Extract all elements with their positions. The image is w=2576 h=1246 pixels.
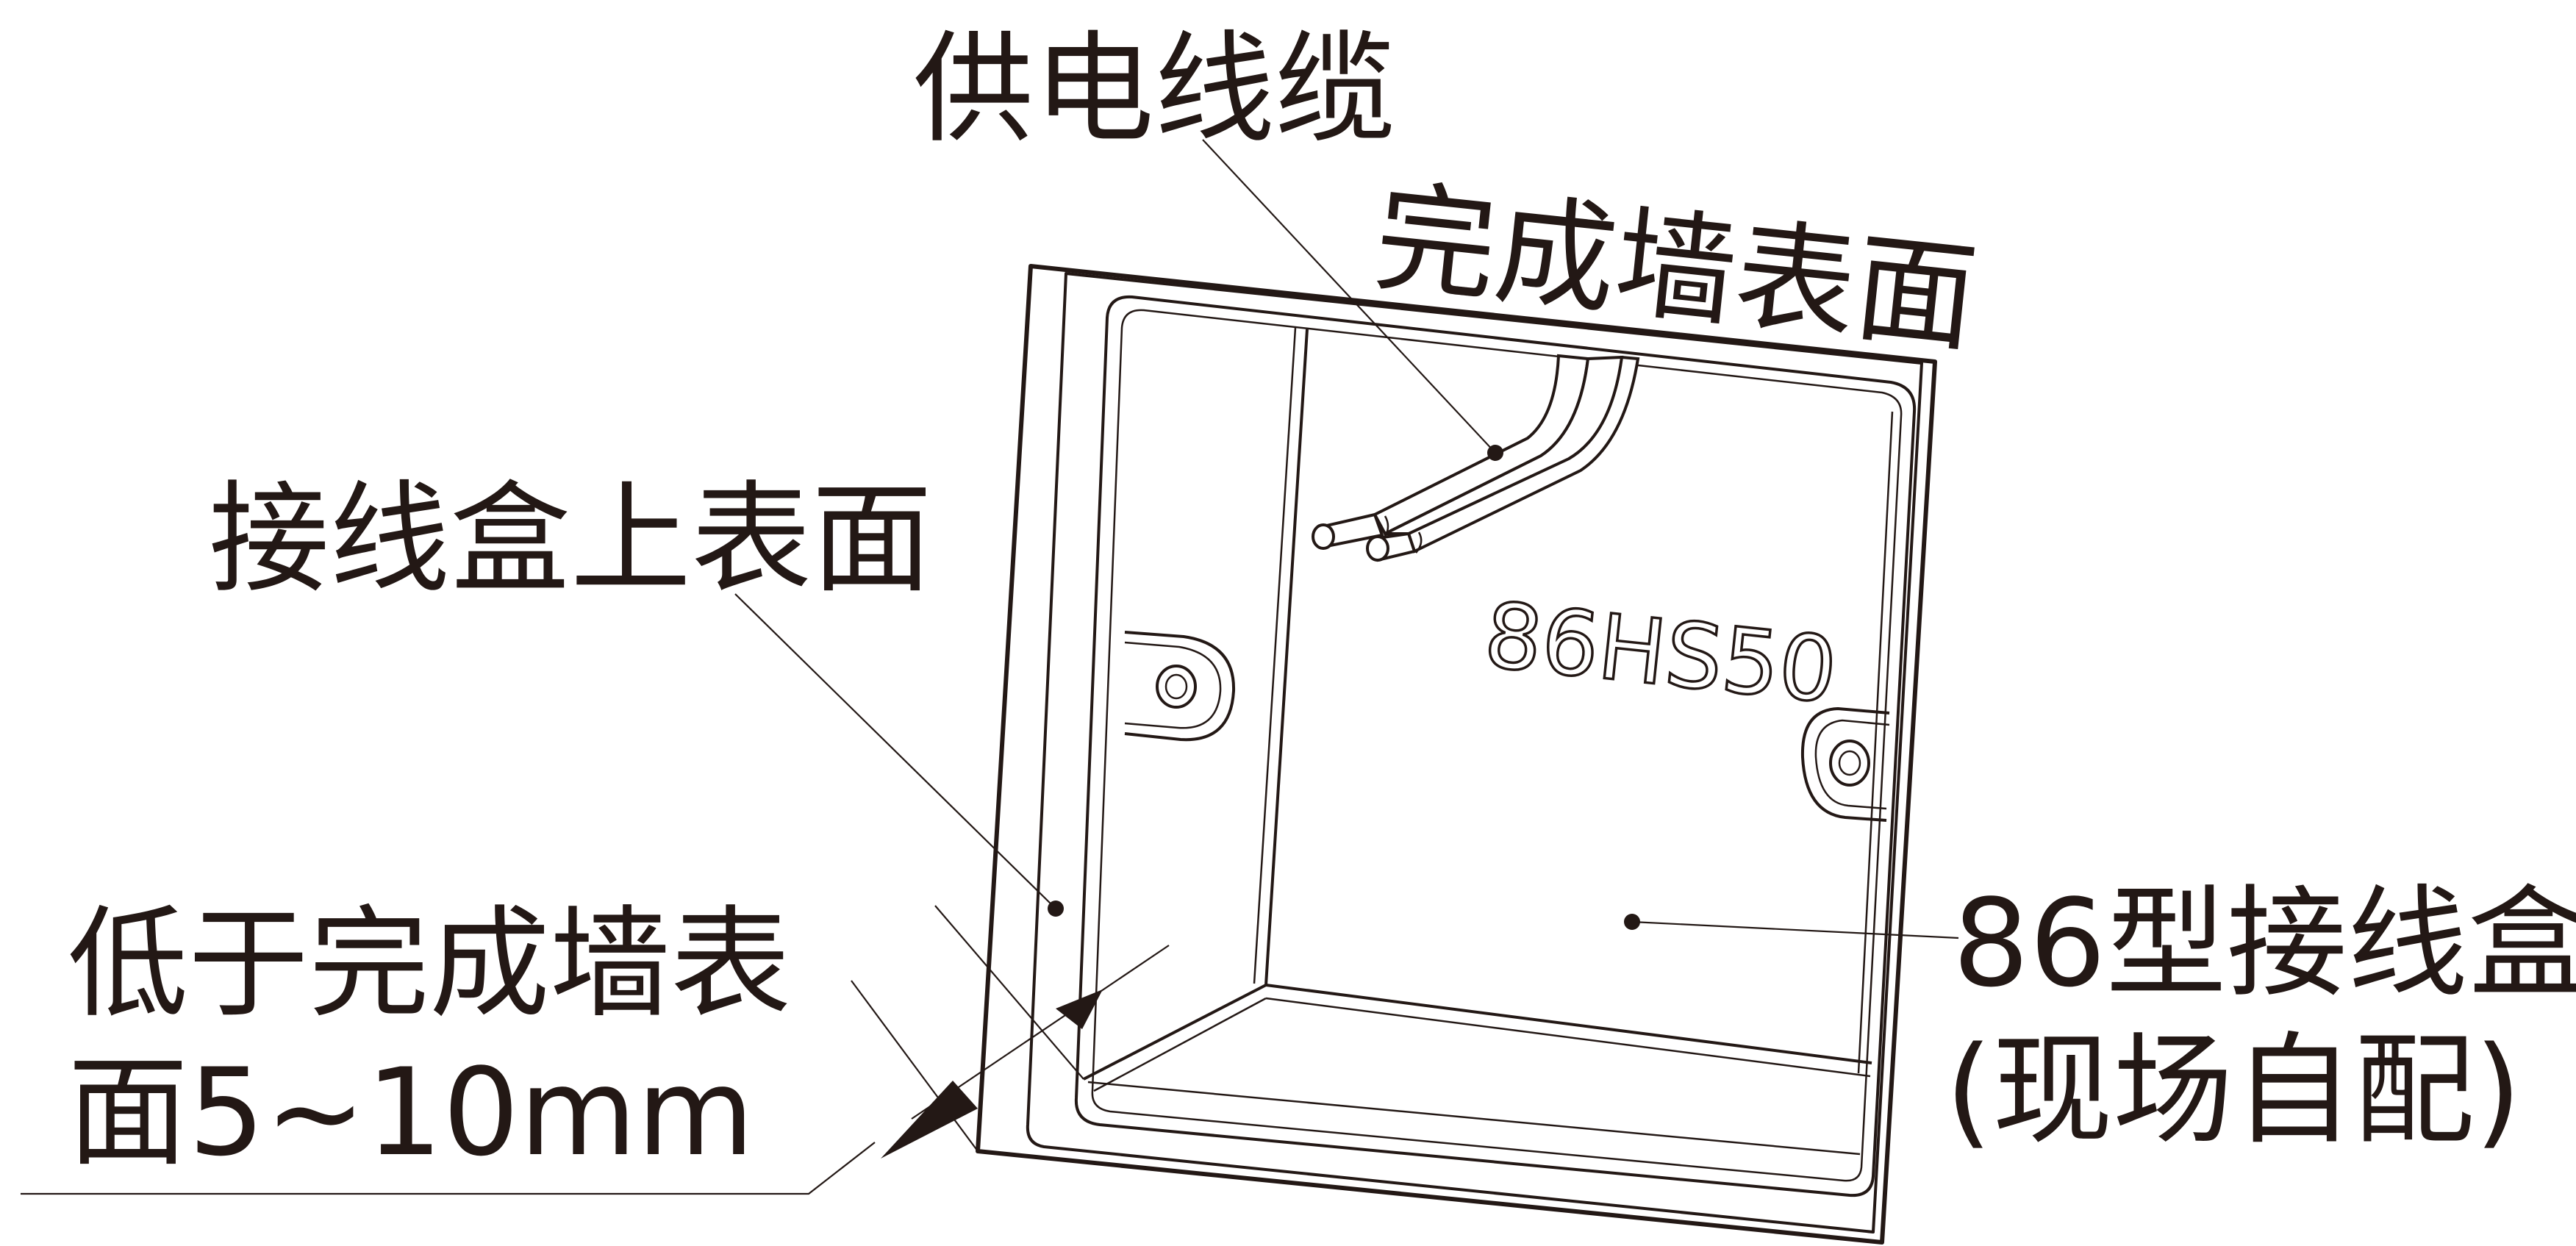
dimension-arrow-upper	[1056, 989, 1103, 1029]
label-supply-cable: 供电线缆	[913, 19, 1395, 160]
junction-box: 86HS50	[976, 264, 1937, 1245]
box-inner-wall-right	[1857, 411, 1894, 1074]
dimension-leader-horizontal	[21, 1142, 876, 1195]
leader-dot-box-type	[1624, 914, 1640, 930]
box-inner-wall-left	[1264, 329, 1309, 986]
leader-box-type	[1631, 920, 1959, 939]
dimension-arrow-lower	[881, 1081, 978, 1159]
wire-upper-end	[1312, 523, 1335, 550]
recess-dimension	[21, 905, 1170, 1195]
box-bottom-inner	[1087, 1081, 1861, 1156]
box-floor-edge	[1265, 984, 1872, 1064]
supply-cables	[1312, 354, 1640, 562]
box-floor-edge-2	[1265, 997, 1871, 1078]
box-inner-wall-left-2	[1253, 327, 1297, 984]
dimension-line-box	[934, 905, 1084, 1080]
box-floor-diagonal-2	[1093, 997, 1267, 1092]
label-recess-line1: 低于完成墙表	[68, 894, 791, 1034]
leader-dot-supply-cable	[1487, 445, 1503, 461]
box-rim-inner	[1026, 272, 1923, 1234]
right-mounting-ear	[1800, 707, 1890, 822]
label-box-top-surface: 接线盒上表面	[209, 469, 932, 609]
label-box-type-line1: 86型接线盒	[1953, 873, 2576, 1014]
dimension-line-wall	[851, 980, 978, 1152]
wire-lower-end	[1366, 535, 1389, 562]
box-floor-diagonal	[1083, 984, 1267, 1081]
leader-supply-cable	[1202, 139, 1496, 454]
left-mounting-ear	[1124, 631, 1236, 742]
box-top-flange	[1074, 295, 1917, 1197]
leader-dot-box-top-surface	[1048, 901, 1064, 917]
box-outer-frame	[976, 264, 1937, 1245]
label-box-type-line2: (现场自配)	[1945, 1020, 2522, 1161]
label-recess-line2: 面5~10mm	[68, 1042, 754, 1183]
leader-box-top-surface	[734, 593, 1056, 909]
leader-lines	[734, 139, 1959, 939]
box-flange-inner	[1091, 309, 1903, 1182]
